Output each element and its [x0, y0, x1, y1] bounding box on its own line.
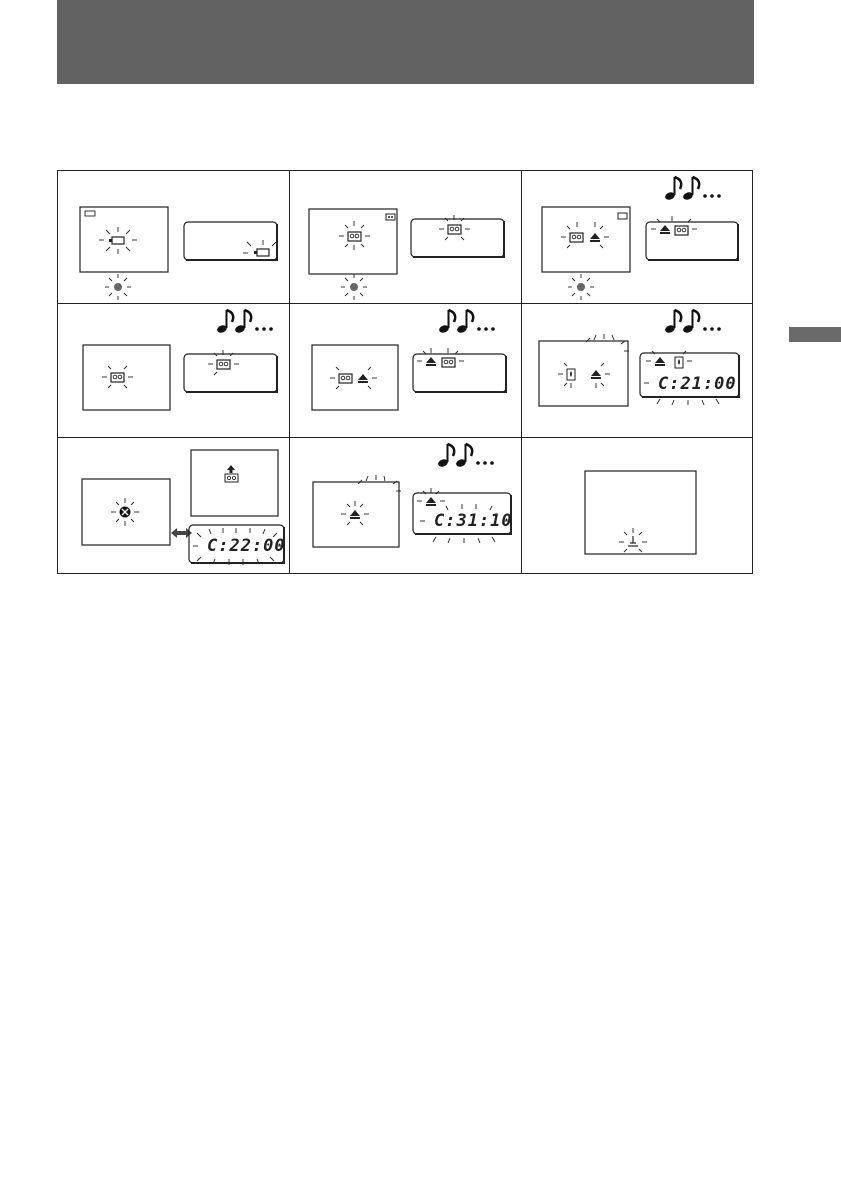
lcd-panel — [646, 222, 738, 260]
table-cell-3-1: C:22:00 — [58, 438, 290, 573]
header-band — [57, 0, 754, 84]
recording-lamp-icon — [568, 274, 594, 300]
table-cell-1-1 — [58, 171, 290, 304]
blink-rays — [330, 367, 377, 389]
blink-rays — [339, 221, 370, 250]
head-clean-icon — [225, 465, 238, 482]
beep-icon — [438, 310, 495, 334]
beep-icon — [437, 444, 494, 468]
viewfinder-screen — [542, 207, 630, 272]
eject-icon — [350, 510, 360, 519]
table-cell-1-3 — [522, 171, 752, 304]
lithium-battery-icon — [628, 536, 638, 546]
table-cell-1-2 — [290, 171, 522, 304]
blink-rays — [586, 334, 629, 351]
cassette-icon — [339, 374, 352, 383]
eject-icon — [655, 357, 665, 366]
cassette-icon — [448, 225, 461, 234]
timecode-display: C:31:10 — [434, 511, 513, 531]
eject-icon — [660, 225, 670, 234]
moisture-icon — [567, 369, 575, 380]
eject-icon — [591, 370, 601, 379]
recording-lamp-icon — [341, 274, 367, 300]
cassette-icon — [111, 373, 124, 382]
timecode-display: C:21:00 — [658, 374, 737, 394]
beep-icon — [216, 310, 273, 334]
blink-rays — [99, 227, 137, 254]
cassette-icon — [348, 232, 361, 241]
warning-x-icon — [120, 507, 131, 518]
cassette-icon — [675, 226, 688, 235]
viewfinder-screen — [312, 345, 398, 410]
cassette-icon — [386, 214, 395, 220]
cassette-icon — [570, 233, 583, 242]
blink-rays — [358, 475, 401, 491]
blink-rays — [102, 366, 133, 388]
viewfinder-screen — [83, 345, 170, 410]
blink-rays — [561, 222, 609, 248]
section-side-tab — [789, 327, 841, 342]
blink-rays — [243, 240, 276, 253]
beep-icon — [664, 310, 721, 334]
beep-icon — [664, 177, 721, 201]
cassette-icon — [618, 213, 627, 219]
table-cell-3-2: C:31:10 — [290, 438, 522, 573]
eject-icon — [426, 357, 436, 366]
viewfinder-screen — [191, 450, 278, 516]
table-cell-3-3 — [522, 438, 752, 573]
table-cell-2-3: C:21:00 — [522, 304, 752, 438]
lcd-panel — [413, 354, 506, 392]
cassette-icon — [442, 358, 455, 367]
battery-icon — [109, 237, 124, 244]
blink-rays — [558, 363, 610, 388]
viewfinder-screen — [585, 471, 696, 554]
table-cell-2-2 — [290, 304, 522, 438]
timecode-display: C:22:00 — [207, 536, 286, 556]
eject-icon — [590, 233, 600, 242]
table-cell-2-1 — [58, 304, 290, 438]
indicator-table: C:21:00 — [57, 170, 753, 574]
moisture-icon — [675, 357, 683, 368]
cassette-icon — [217, 360, 230, 369]
viewfinder-screen — [539, 341, 628, 406]
eject-icon — [358, 374, 368, 383]
eject-icon — [426, 497, 436, 506]
battery-icon — [254, 249, 269, 256]
recording-lamp-icon — [105, 274, 131, 300]
